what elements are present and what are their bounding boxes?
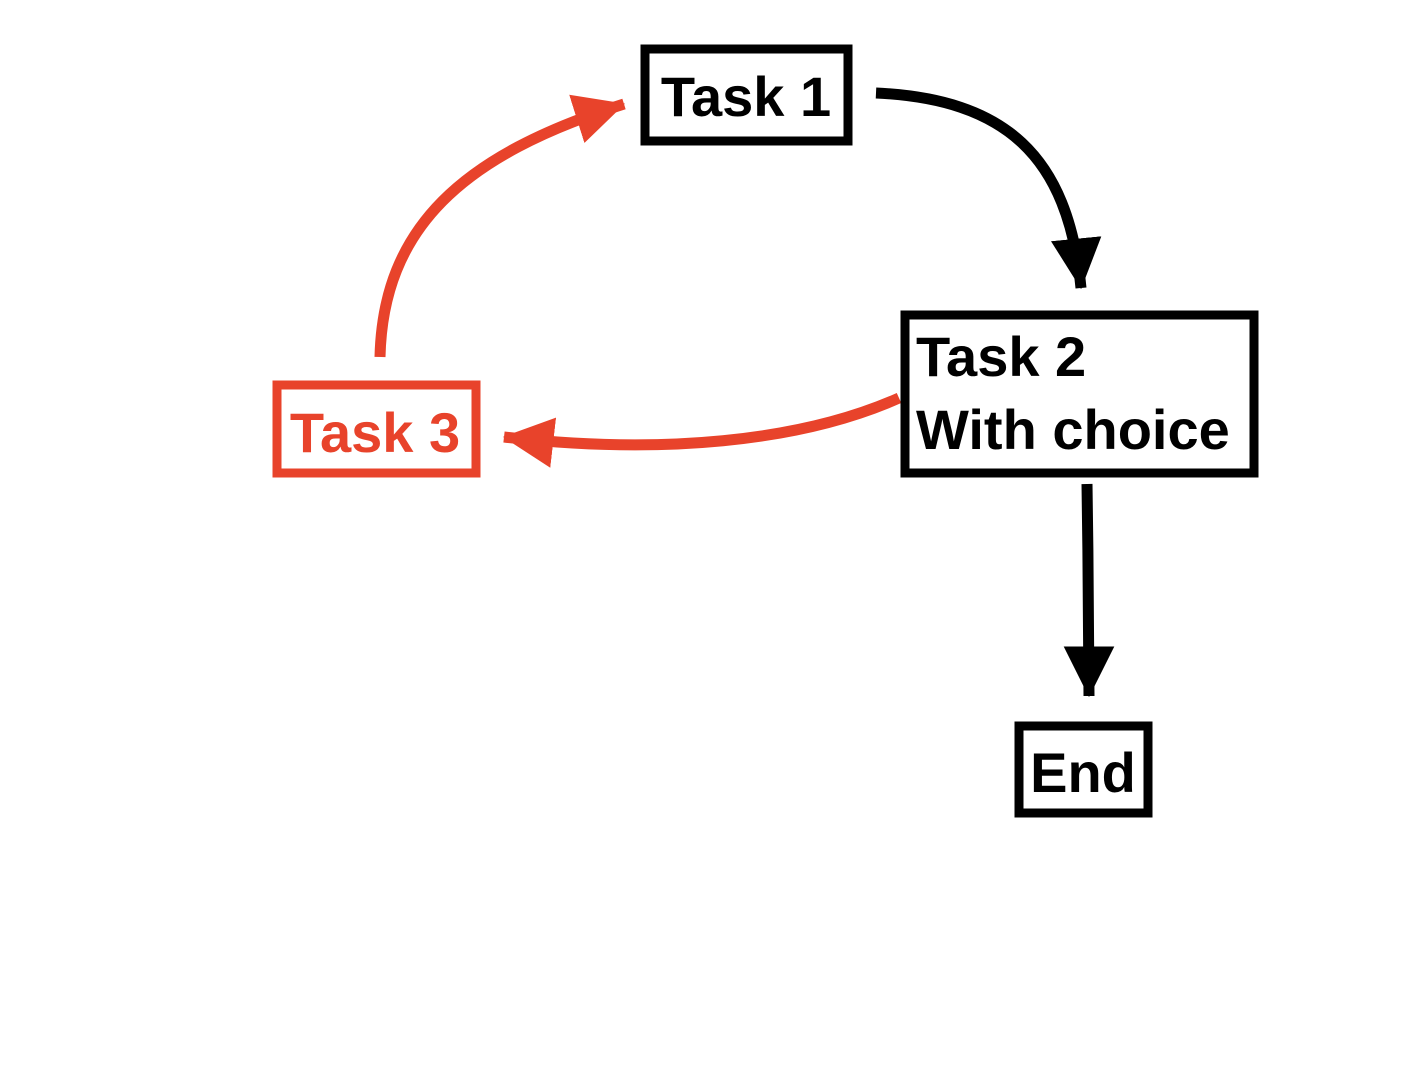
edge-task3-to-task1	[374, 94, 626, 358]
task2-box	[900, 310, 1259, 478]
end-box	[1014, 721, 1153, 818]
task3-label: Task 3	[290, 401, 460, 464]
edge-task2-to-end	[1063, 483, 1115, 698]
task2-label-line1: Task 2	[916, 325, 1086, 388]
node-task1: Task 1	[640, 44, 853, 146]
task3-box	[272, 380, 481, 478]
node-task3: Task 3	[272, 380, 481, 478]
task2-label-line2: With choice	[916, 398, 1230, 461]
end-label: End	[1030, 741, 1136, 804]
node-task2: Task 2 With choice	[900, 310, 1259, 478]
task1-box	[640, 44, 853, 146]
edge-task1-to-task2	[875, 87, 1102, 290]
task1-label: Task 1	[661, 65, 831, 128]
edge-task2-to-task3	[502, 392, 902, 468]
node-end: End	[1014, 721, 1153, 818]
